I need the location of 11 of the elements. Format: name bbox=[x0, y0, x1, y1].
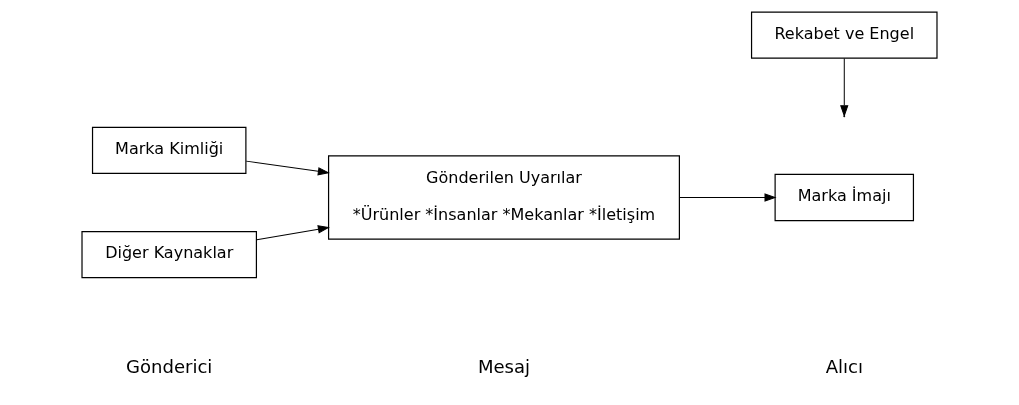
node-box: Gönderilen Uyarılar *Ürünler *İnsanlar *Mekanlar *İletişim bbox=[327, 155, 680, 240]
label: Mesaj bbox=[477, 356, 531, 378]
arrow bbox=[245, 160, 329, 176]
arrow bbox=[256, 225, 329, 241]
node-box: Diğer Kaynaklar bbox=[81, 230, 257, 279]
arrow bbox=[679, 193, 776, 202]
node-box: Marka Kimliği bbox=[91, 126, 247, 175]
label: Alıcı bbox=[825, 356, 863, 378]
label: Gönderici bbox=[126, 356, 213, 378]
node-box: Rekabet ve Engel bbox=[750, 11, 938, 59]
node-box: Marka İmajı bbox=[774, 173, 915, 222]
